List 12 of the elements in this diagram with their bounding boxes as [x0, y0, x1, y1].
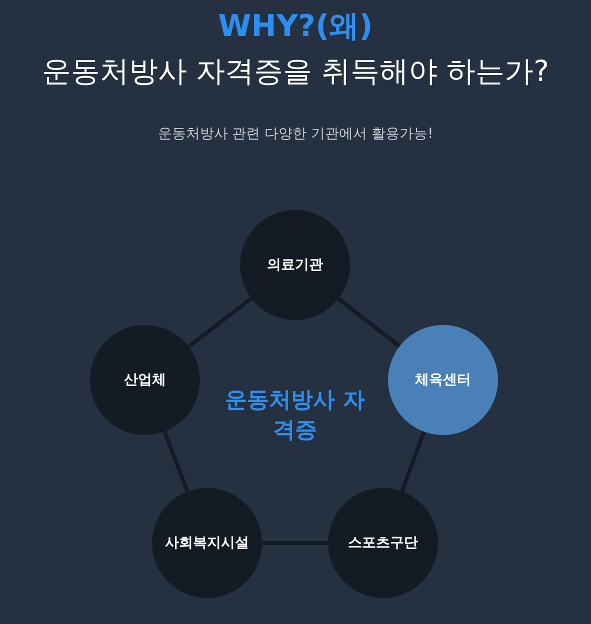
connector-line: [162, 430, 190, 492]
connector-line: [400, 430, 426, 492]
subtitle-text: 운동처방사 관련 다양한 기관에서 활용가능!: [156, 125, 434, 143]
node-label: 사회복지시설: [165, 534, 249, 552]
node-label: 산업체: [124, 371, 166, 389]
title-text: 운동처방사 자격증을 취득해야 하는가?: [40, 53, 550, 90]
center-text: 운동처방사 자격증: [224, 387, 366, 445]
node-label: 스포츠구단: [348, 534, 418, 552]
node-label: 체육센터: [415, 371, 471, 389]
connector-line: [337, 297, 401, 348]
node-label: 의료기관: [267, 256, 323, 274]
why-heading: WHY?(왜): [217, 8, 374, 46]
